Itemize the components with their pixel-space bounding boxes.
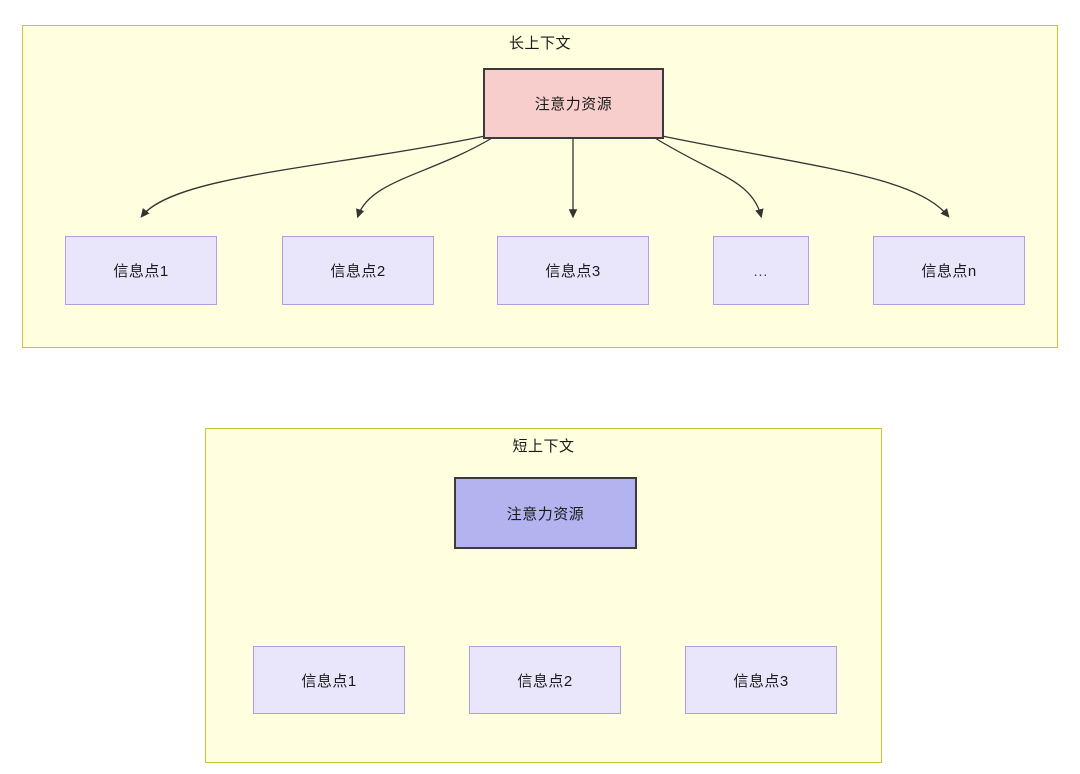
long-context-info-node-2[interactable]: 信息点2 — [282, 236, 434, 305]
short-context-info-node-3[interactable]: 信息点3 — [685, 646, 837, 714]
short-context-title: 短上下文 — [512, 438, 575, 455]
short-context-info-node-2[interactable]: 信息点2 — [469, 646, 621, 714]
short-context-info-label-2: 信息点2 — [517, 672, 573, 690]
long-context-info-node-3[interactable]: 信息点3 — [497, 236, 649, 305]
long-context-info-label-ellipsis: ... — [753, 262, 769, 279]
long-context-attention-label: 注意力资源 — [534, 96, 613, 113]
long-context-attention-node[interactable]: 注意力资源 — [483, 68, 664, 139]
long-context-info-label-n: 信息点n — [921, 263, 977, 280]
long-context-info-label-2: 信息点2 — [330, 263, 386, 280]
short-context-attention-node[interactable]: 注意力资源 — [454, 477, 637, 549]
short-context-info-node-1[interactable]: 信息点1 — [253, 646, 405, 714]
long-context-info-label-3: 信息点3 — [545, 263, 601, 280]
long-context-title: 长上下文 — [508, 35, 571, 52]
short-context-info-label-1: 信息点1 — [301, 672, 357, 690]
long-context-info-node-ellipsis[interactable]: ... — [713, 236, 809, 305]
long-context-info-node-n[interactable]: 信息点n — [873, 236, 1025, 305]
short-context-attention-label: 注意力资源 — [506, 505, 585, 523]
short-context-info-label-3: 信息点3 — [733, 672, 789, 690]
long-context-info-node-1[interactable]: 信息点1 — [65, 236, 217, 305]
long-context-info-label-1: 信息点1 — [113, 263, 169, 280]
